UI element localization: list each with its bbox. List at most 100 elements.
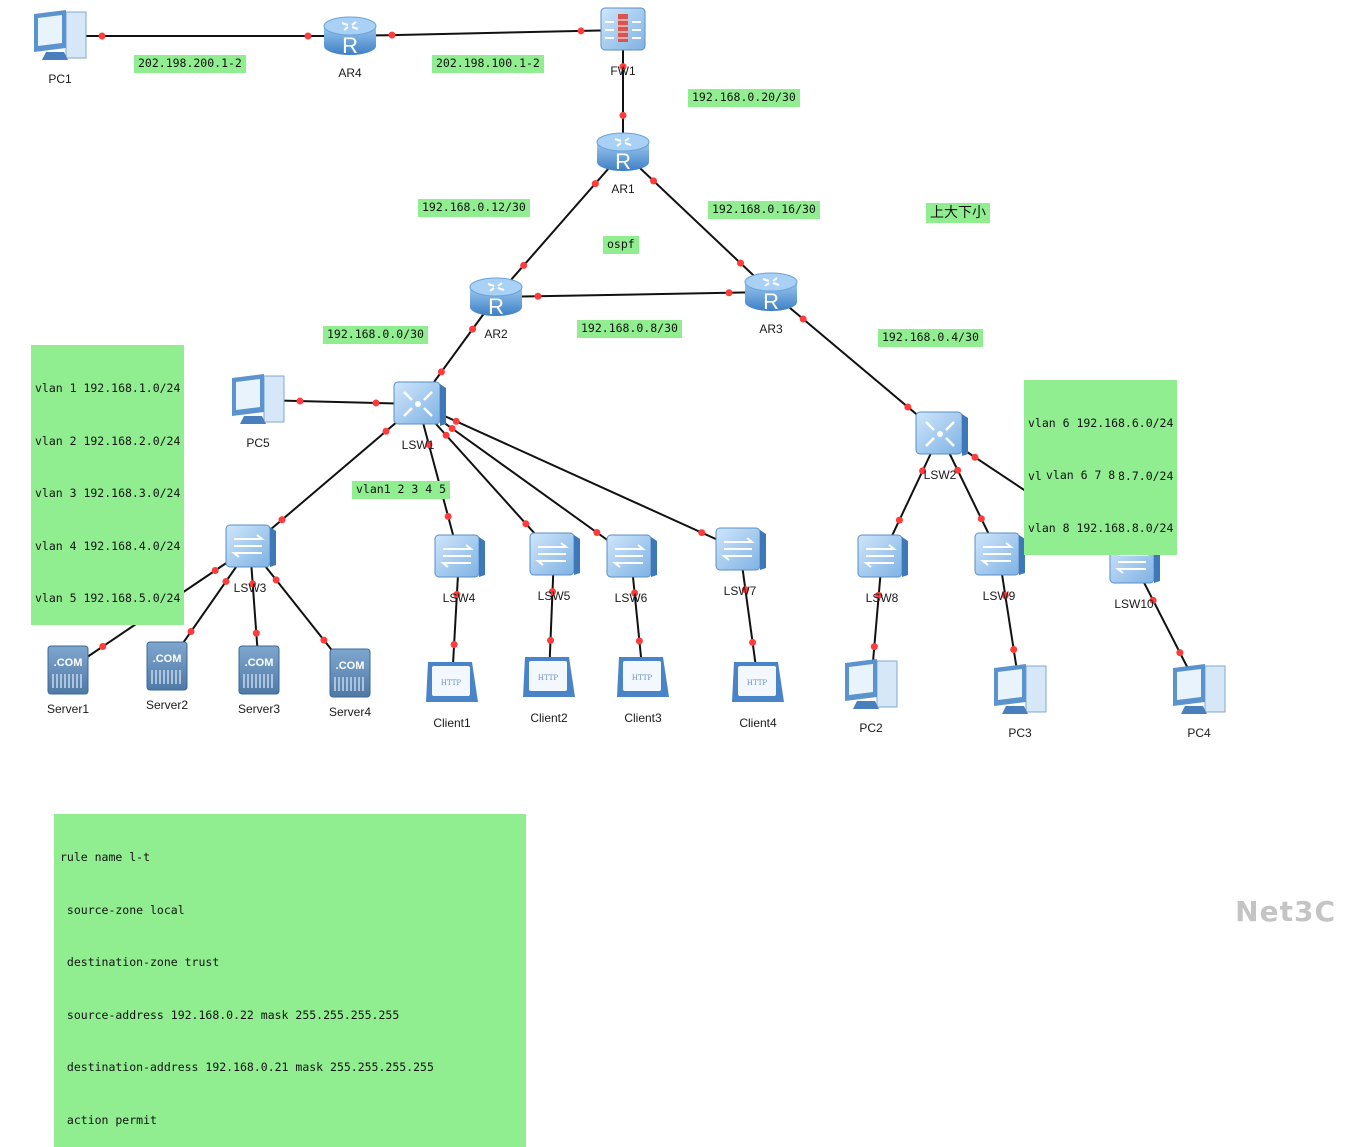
svg-text:HTTP: HTTP: [538, 674, 559, 682]
device-server4[interactable]: .COM: [329, 648, 371, 698]
device-pc5[interactable]: [232, 374, 285, 424]
port-dot[interactable]: [577, 27, 585, 35]
device-lsw9[interactable]: [974, 532, 1025, 576]
port-dot[interactable]: [904, 403, 912, 411]
port-dot[interactable]: [450, 641, 458, 648]
port-dot[interactable]: [452, 417, 460, 425]
port-dot[interactable]: [522, 520, 530, 528]
device-fw1[interactable]: [600, 7, 646, 51]
port-dot[interactable]: [619, 63, 627, 71]
device-server1[interactable]: .COM: [47, 645, 89, 695]
device-client2[interactable]: HTTP: [523, 657, 575, 697]
link-lsw1-lsw6[interactable]: [417, 403, 632, 558]
port-dot[interactable]: [971, 453, 979, 461]
port-dot[interactable]: [520, 261, 528, 269]
device-lsw1[interactable]: [393, 381, 446, 426]
port-dot[interactable]: [187, 628, 195, 636]
port-dot[interactable]: [222, 577, 230, 585]
port-dot[interactable]: [698, 529, 706, 537]
device-server3[interactable]: .COM: [238, 645, 280, 695]
port-dot[interactable]: [382, 427, 390, 435]
port-dot[interactable]: [304, 32, 312, 40]
port-dot[interactable]: [799, 315, 807, 323]
port-dot[interactable]: [320, 636, 328, 644]
port-dot[interactable]: [98, 32, 106, 40]
port-dot[interactable]: [444, 512, 452, 520]
device-pc1[interactable]: [34, 10, 87, 60]
port-dot[interactable]: [631, 589, 639, 597]
port-dot[interactable]: [1001, 592, 1009, 599]
device-client1[interactable]: HTTP: [426, 662, 478, 702]
link-lsw1-lsw7[interactable]: [417, 403, 741, 551]
link-lsw1-lsw3[interactable]: [249, 403, 419, 548]
link-lsw1-lsw4[interactable]: [417, 403, 460, 558]
link-pc1-ar4[interactable]: [60, 32, 350, 40]
port-dot[interactable]: [469, 325, 477, 333]
device-lsw4[interactable]: [434, 534, 485, 578]
port-dot[interactable]: [895, 516, 903, 524]
port-dot[interactable]: [591, 180, 599, 188]
device-pc2[interactable]: [845, 659, 898, 709]
port-dot[interactable]: [1010, 646, 1018, 653]
port-dot[interactable]: [593, 528, 601, 536]
port-dot[interactable]: [448, 425, 456, 433]
port-dot[interactable]: [425, 441, 433, 449]
device-pc3[interactable]: [994, 664, 1047, 714]
device-label-lsw5: LSW5: [537, 589, 571, 603]
link-ar1-ar3[interactable]: [622, 151, 772, 293]
port-dot[interactable]: [211, 567, 219, 575]
link-lsw7-client4[interactable]: [739, 549, 759, 683]
port-dot[interactable]: [749, 638, 757, 646]
port-dot[interactable]: [619, 111, 627, 119]
port-dot[interactable]: [635, 637, 643, 645]
device-ar2[interactable]: R: [469, 277, 523, 319]
port-dot[interactable]: [875, 591, 883, 599]
link-ar1-ar2[interactable]: [495, 151, 624, 298]
link-ar3-lsw2[interactable]: [770, 291, 941, 435]
device-client4[interactable]: HTTP: [732, 662, 784, 702]
port-dot[interactable]: [453, 591, 461, 598]
port-dot[interactable]: [954, 466, 962, 474]
device-client3[interactable]: HTTP: [617, 657, 669, 697]
port-dot[interactable]: [870, 643, 878, 651]
port-dot[interactable]: [296, 397, 304, 405]
device-pc4[interactable]: [1173, 664, 1226, 714]
port-dot[interactable]: [534, 292, 542, 300]
link-lsw4-client1[interactable]: [450, 556, 461, 683]
link-ar2-ar3[interactable]: [495, 289, 772, 300]
port-dot[interactable]: [372, 399, 380, 407]
device-server2[interactable]: .COM: [146, 641, 188, 691]
port-dot[interactable]: [919, 467, 927, 475]
svg-text:.COM: .COM: [54, 657, 83, 669]
device-ar3[interactable]: R: [744, 272, 798, 314]
port-dot[interactable]: [272, 576, 280, 584]
port-dot[interactable]: [547, 636, 554, 644]
device-lsw8[interactable]: [857, 534, 908, 578]
link-lsw1-lsw5[interactable]: [417, 403, 555, 556]
device-lsw2[interactable]: [915, 411, 968, 456]
link-pc5-lsw1[interactable]: [257, 397, 419, 407]
port-dot[interactable]: [442, 431, 450, 439]
port-dot[interactable]: [249, 580, 257, 588]
port-dot[interactable]: [1149, 596, 1157, 604]
link-ar4-fw1[interactable]: [349, 27, 624, 39]
port-dot[interactable]: [1176, 649, 1184, 657]
port-dot[interactable]: [252, 629, 260, 637]
port-dot[interactable]: [549, 588, 556, 596]
device-lsw6[interactable]: [606, 534, 657, 578]
device-label-fw1: FW1: [610, 64, 636, 78]
port-dot[interactable]: [977, 515, 985, 523]
port-dot[interactable]: [725, 289, 733, 297]
port-dot[interactable]: [736, 259, 744, 267]
port-dot[interactable]: [99, 642, 107, 650]
device-ar1[interactable]: R: [596, 132, 650, 174]
port-dot[interactable]: [437, 368, 445, 376]
device-ar4[interactable]: R: [323, 16, 377, 58]
port-dot[interactable]: [388, 31, 396, 39]
port-dot[interactable]: [278, 516, 286, 524]
port-dot[interactable]: [650, 177, 658, 185]
device-lsw5[interactable]: [529, 532, 580, 576]
device-lsw7[interactable]: [715, 527, 766, 571]
device-lsw3[interactable]: [225, 524, 276, 568]
port-dot[interactable]: [741, 586, 749, 594]
